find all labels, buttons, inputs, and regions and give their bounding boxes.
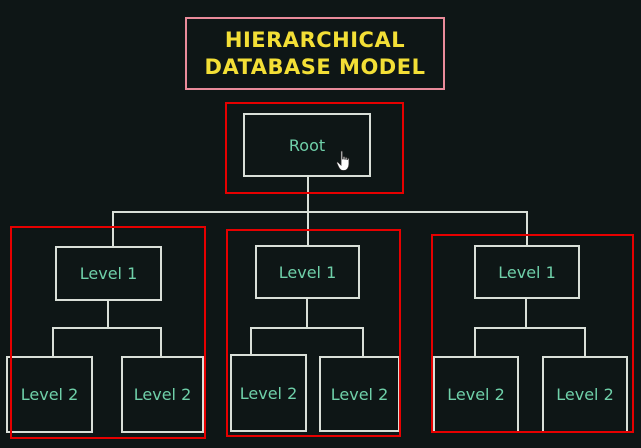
branch-2-drop (307, 211, 309, 246)
title-line-2: DATABASE MODEL (204, 54, 426, 79)
branch-3-horizontal (474, 327, 586, 329)
level-2-node-1b[interactable]: Level 2 (121, 356, 204, 433)
branch-1-stem (107, 300, 109, 328)
top-horizontal-connector (112, 211, 528, 213)
level-1-node-1[interactable]: Level 1 (55, 246, 162, 301)
root-stem (307, 176, 309, 212)
branch-1-drop (112, 211, 114, 248)
branch-3-highlight-box (431, 234, 634, 433)
branch-3-left-drop (474, 327, 476, 357)
diagram-title: HIERARCHICAL DATABASE MODEL (185, 17, 445, 90)
title-line-1: HIERARCHICAL (224, 27, 406, 52)
level-2-node-1a[interactable]: Level 2 (6, 356, 93, 433)
branch-2-horizontal (250, 327, 364, 329)
root-node-label: Root (288, 135, 326, 155)
branch-3-right-drop (584, 327, 586, 357)
level-2-node-2b-label: Level 2 (330, 384, 389, 404)
branch-1-highlight-box (10, 226, 206, 439)
root-highlight-box (225, 102, 404, 194)
branch-2-left-drop (250, 327, 252, 355)
branch-3-drop (526, 211, 528, 247)
branch-2-highlight-box (226, 229, 401, 437)
level-2-node-2a[interactable]: Level 2 (230, 354, 307, 432)
branch-3-stem (525, 298, 527, 328)
hand-pointer-icon (336, 150, 350, 171)
branch-1-horizontal (52, 327, 162, 329)
branch-2-right-drop (362, 327, 364, 357)
branch-1-right-drop (160, 327, 162, 357)
branch-2-stem (306, 298, 308, 328)
level-2-node-3a-label: Level 2 (447, 385, 505, 404)
level-1-node-3[interactable]: Level 1 (474, 245, 580, 299)
level-1-node-2[interactable]: Level 1 (255, 245, 360, 299)
level-1-node-2-label: Level 1 (278, 262, 337, 282)
branch-1-left-drop (52, 327, 54, 357)
level-2-node-1b-label: Level 2 (133, 385, 192, 404)
level-2-node-3b-label: Level 2 (556, 385, 614, 404)
level-2-node-2a-label: Level 2 (239, 383, 298, 403)
root-node[interactable]: Root (243, 113, 371, 177)
level-1-node-1-label: Level 1 (79, 264, 138, 283)
level-1-node-3-label: Level 1 (498, 262, 556, 282)
level-2-node-1a-label: Level 2 (20, 385, 79, 404)
